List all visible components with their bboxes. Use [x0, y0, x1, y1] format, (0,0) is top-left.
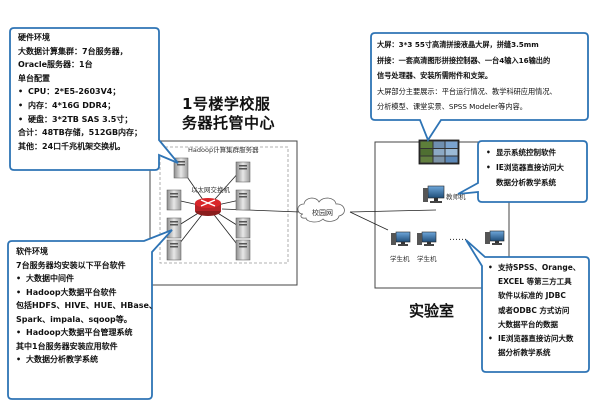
teacher-pc-label: 教师机 — [446, 193, 466, 201]
hardware-bullet: •内存：4*16G DDR4； — [18, 100, 116, 110]
student-pc-icons — [391, 230, 505, 246]
cloud-icon — [297, 197, 345, 223]
hardware-bullet: •硬盘：3*2TB SAS 3.5寸； — [18, 114, 133, 124]
student-line: 据分析教学系统 — [498, 348, 551, 358]
screen-line: 大屏部分主要展示：平台运行情况、教学科研应用情况、 — [377, 86, 557, 96]
hardware-text: 硬件环境 大数据计算集群：7台服务器， Oracle服务器：1台 单台配置 •C… — [18, 31, 142, 153]
screen-line: 信号处理器、安装所需附件和支架。 — [377, 71, 493, 80]
cluster-label: Hadoop计算集群服务器 — [188, 146, 259, 154]
hardware-line: 单台配置 — [18, 73, 50, 83]
switch-icon — [195, 198, 221, 216]
student-pc-label: 学生机 — [417, 255, 437, 263]
software-bullet: •Hadoop大数据平台管理系统 — [16, 328, 133, 337]
software-line: 7台服务器均安装以下平台软件 — [16, 260, 126, 270]
student-bullet: •支持SPSS、Orange、 — [488, 263, 581, 272]
software-title: 软件环境 — [16, 247, 48, 256]
campus-label: 校园网 — [312, 209, 333, 217]
student-line: 软件以标准的 JDBC — [498, 291, 566, 301]
student-bubble — [465, 239, 590, 373]
software-bullet: •大数据分析教学系统 — [16, 355, 98, 364]
lab-title: 实验室 — [409, 302, 455, 320]
switch-label: 以太网交换机 — [191, 186, 230, 194]
software-line: 包括HDFS、HIVE、HUE、HBase、 — [16, 301, 157, 310]
software-text: 软件环境 7台服务器均安装以下平台软件 •大数据中间件 •Hadoop大数据平台… — [16, 245, 157, 367]
cluster-box — [159, 146, 289, 264]
hardware-line: 其他：24口千兆机架交换机。 — [18, 141, 126, 151]
screen-line: 分析模型、课堂实景、SPSS Modeler等内容。 — [377, 102, 527, 111]
screen-text: 大屏：3*3 55寸高清拼接液晶大屏，拼缝3.5mm 拼接：一套高清图形拼接控制… — [377, 37, 557, 115]
student-line: 或者ODBC 方式访问 — [498, 305, 570, 315]
video-wall-icon — [418, 139, 460, 165]
student-text: •支持SPSS、Orange、 EXCEL 等第三方工具 软件以标准的 JDBC… — [488, 261, 580, 360]
center-title: 1号楼学校服 务器托管中心 — [182, 95, 276, 132]
hardware-title: 硬件环境 — [18, 33, 50, 42]
software-line: Spark、impala、sqoop等。 — [16, 314, 132, 324]
hardware-line: 大数据计算集群：7台服务器， — [18, 46, 128, 56]
hardware-line: Oracle服务器：1台 — [18, 60, 93, 70]
hardware-line: 合计：48TB存储，512GB内存； — [18, 128, 143, 138]
server-icons — [166, 157, 251, 261]
student-pc-label: 学生机 — [390, 255, 410, 263]
screen-bubble — [370, 32, 589, 142]
software-line: 其中1台服务器安装应用软件 — [16, 341, 118, 351]
teacher-bullet: •IE浏览器直接访问大 — [486, 163, 564, 172]
screen-line: 大屏：3*3 55寸高清拼接液晶大屏，拼缝3.5mm — [377, 40, 539, 49]
more-dots: …… — [449, 233, 467, 243]
teacher-bullet: •显示系统控制软件 — [486, 148, 556, 157]
hardware-bullet: •CPU：2*E5-2603V4； — [18, 87, 121, 97]
software-bullet: •Hadoop大数据平台软件 — [16, 287, 117, 297]
teacher-pc-icon — [423, 185, 445, 203]
teacher-text: •显示系统控制软件 •IE浏览器直接访问大 数据分析教学系统 — [486, 145, 564, 190]
hardware-bubble — [9, 27, 179, 171]
screen-line: 拼接：一套高清图形拼接控制器、一台4输入16输出的 — [377, 55, 551, 65]
student-line: EXCEL 等第三方工具 — [498, 277, 572, 287]
student-bullet: •IE浏览器直接访问大数 — [488, 334, 574, 344]
software-bubble — [7, 229, 173, 400]
student-line: 大数据平台的数据 — [498, 319, 558, 329]
teacher-line: 数据分析教学系统 — [496, 178, 556, 187]
teacher-bubble — [457, 140, 588, 203]
software-bullet: •大数据中间件 — [16, 274, 74, 283]
